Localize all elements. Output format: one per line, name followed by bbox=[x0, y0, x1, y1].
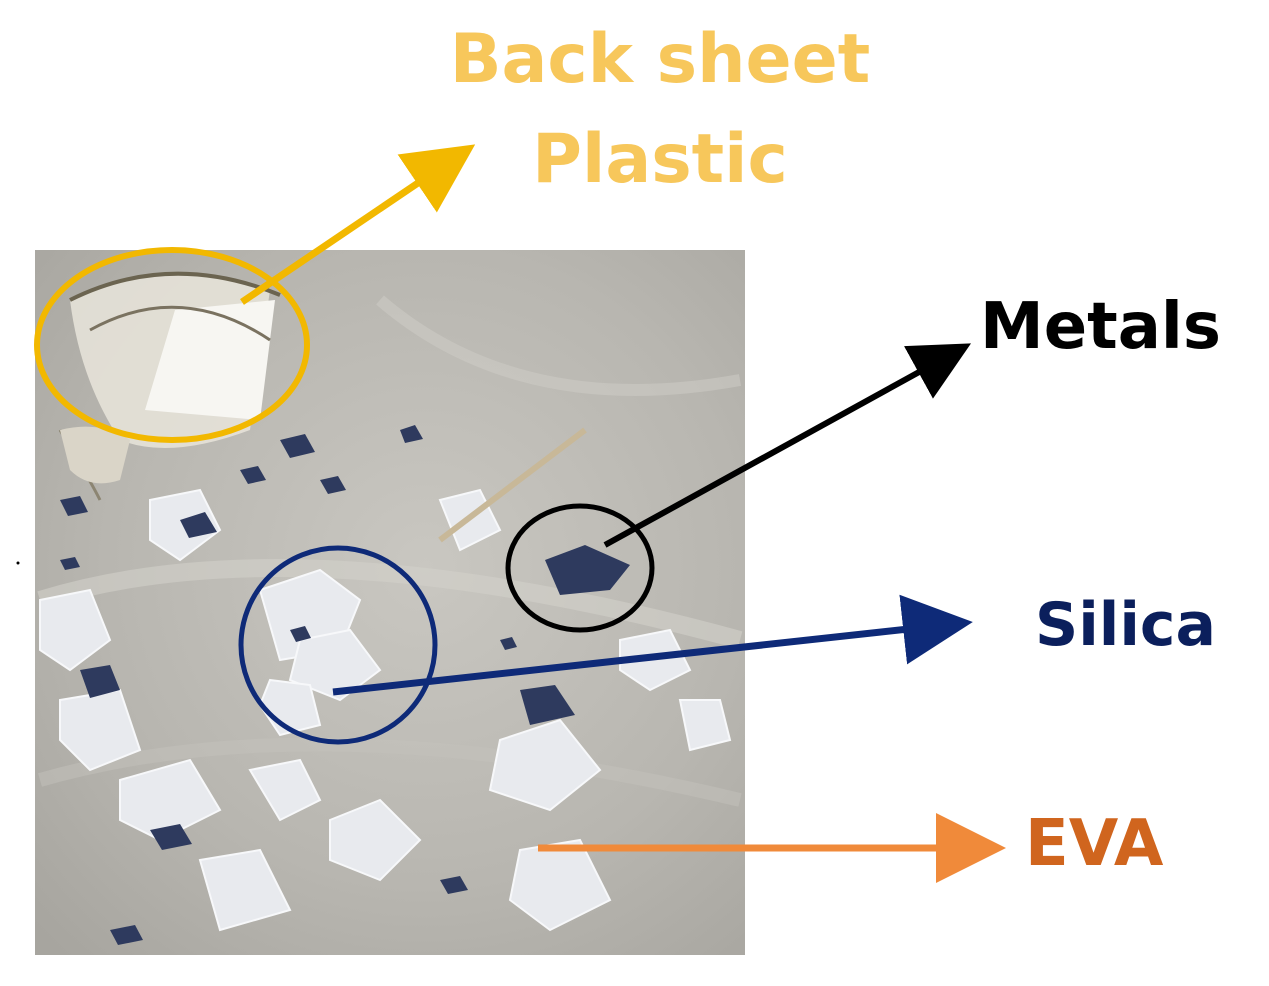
eva-label: EVA bbox=[1025, 807, 1164, 881]
cell-fragments bbox=[60, 425, 630, 945]
backsheet-fragment bbox=[58, 271, 281, 501]
backsheet-circle bbox=[34, 247, 310, 443]
metals-arrow-icon bbox=[603, 343, 972, 548]
silica-arrow-icon bbox=[332, 594, 973, 696]
stray-dot bbox=[16, 561, 20, 565]
metals-label: Metals bbox=[980, 290, 1221, 364]
silica-label: Silica bbox=[1035, 590, 1216, 660]
sample-photo bbox=[35, 250, 745, 955]
backsheet-label-line1: Back sheet bbox=[450, 20, 871, 99]
backsheet-arrow-icon bbox=[240, 144, 476, 305]
silica-circle bbox=[238, 545, 438, 745]
glass-fragments bbox=[39, 488, 732, 932]
backsheet-label-line2: Plastic bbox=[532, 120, 788, 199]
metals-circle bbox=[505, 503, 655, 633]
metal-ribbon bbox=[438, 427, 587, 543]
